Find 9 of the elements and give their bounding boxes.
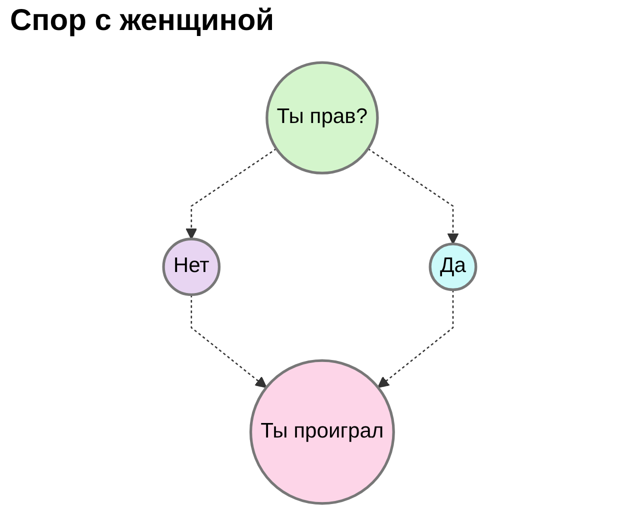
arrow [191,294,268,388]
node-circle: Нет [162,238,221,296]
node-circle: Ты прав? [266,61,380,174]
arrow [186,148,278,240]
node-circle: Да [429,242,478,292]
arrow [378,290,454,388]
title: Спор с женщиной [10,4,274,38]
arrow [368,148,460,244]
node-circle: Ты проиграл [250,359,396,505]
